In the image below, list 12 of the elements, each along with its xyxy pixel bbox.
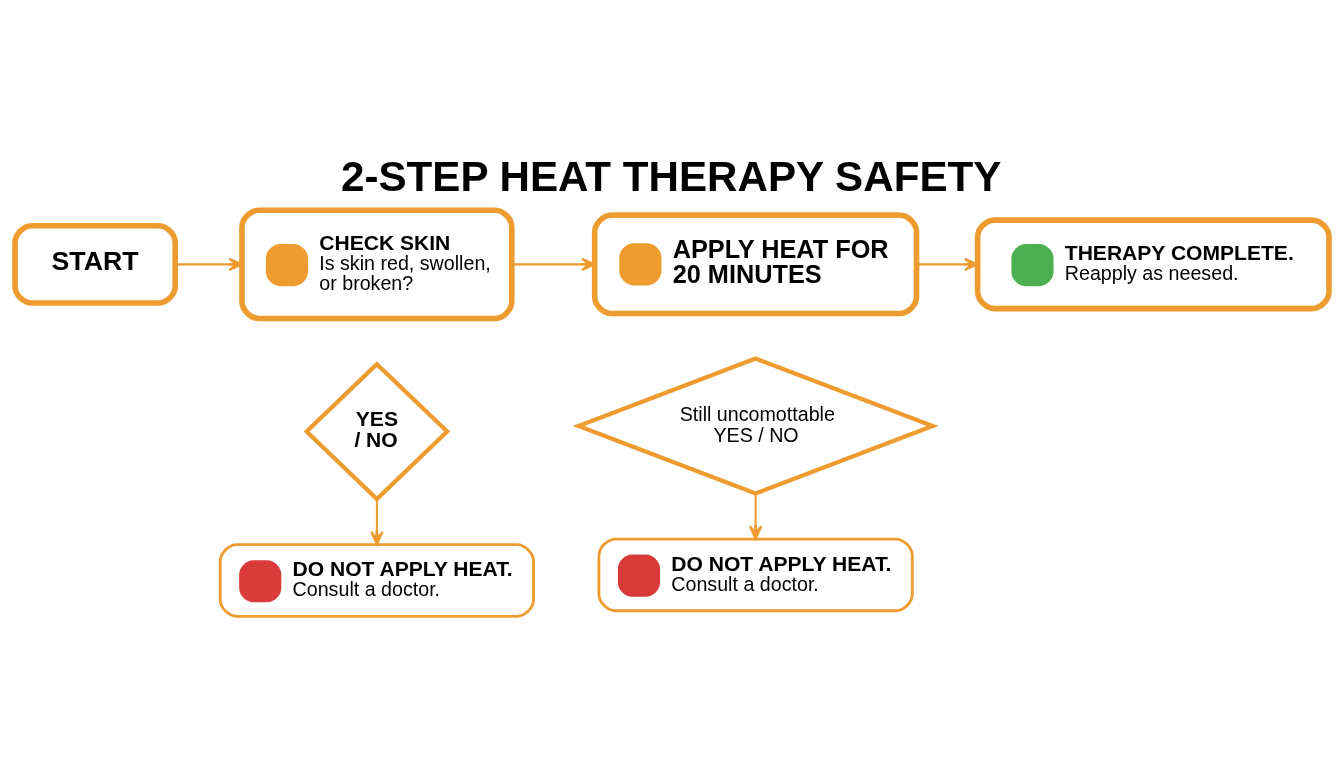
- arrow: [370, 498, 384, 546]
- arrow: [175, 257, 243, 271]
- node-box: DO NOT APPLY HEAT. Consult a doctor.: [218, 542, 535, 618]
- node-box: START: [12, 222, 179, 306]
- node-box: THERAPY COMPLETE. Reapply as neesed.: [974, 216, 1332, 311]
- diagram-title: 2-STEP HEAT THERAPY SAFETY: [341, 152, 1002, 200]
- node-box: DO NOT APPLY HEAT. Consult a doctor.: [597, 537, 914, 612]
- node-box: CHECK SKIN Is skin red, swollen, or broken?: [239, 206, 515, 321]
- node-diamond: YES / NO: [303, 360, 451, 502]
- node-box: APPLY HEAT FOR 20 MINUTES: [591, 211, 920, 316]
- node-diamond: Still uncomottable YES / NO: [572, 355, 939, 496]
- arrow: [748, 492, 763, 540]
